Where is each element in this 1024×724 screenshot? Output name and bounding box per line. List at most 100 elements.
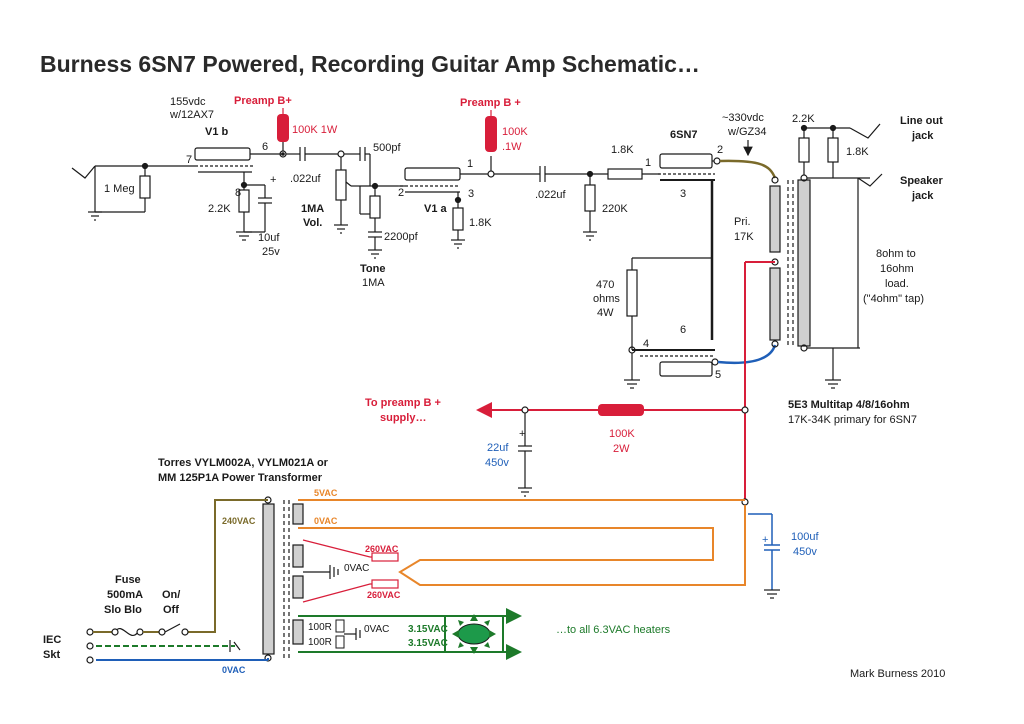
- r-plate2-label-a: 100K: [502, 126, 528, 138]
- v0a-label: 0VAC: [314, 516, 338, 526]
- filter2-plus: +: [762, 534, 768, 546]
- pt-pin6: 6: [680, 324, 686, 336]
- dropper-label-b: 2W: [613, 443, 630, 455]
- v240-label: 240VAC: [222, 516, 256, 526]
- bplus-supply: [476, 261, 780, 599]
- pt-label-b: MM 125P1A Power Transformer: [158, 472, 323, 484]
- to-preamp-label-b: supply…: [380, 412, 426, 424]
- switch-label-b: Off: [163, 604, 179, 616]
- power-tube-label: 6SN7: [670, 129, 698, 141]
- r-grid-stop-label: 1.8K: [611, 144, 634, 156]
- v5-label: 5VAC: [314, 488, 338, 498]
- power-labels: 6SN7 1.8K 1 2 3 4 5 6 470 ohms 4W ~330vd…: [593, 112, 944, 426]
- r-cathode-label-c: 4W: [597, 307, 614, 319]
- filter2-label-b: 450v: [793, 546, 817, 558]
- vol-label-b: Vol.: [303, 217, 322, 229]
- heaters-label: …to all 6.3VAC heaters: [556, 624, 671, 636]
- speaker-label-b: jack: [911, 190, 934, 202]
- preamp-bplus-resistor-2: [485, 116, 497, 152]
- ot-label-a: 5E3 Multitap 4/8/16ohm: [788, 399, 910, 411]
- diagram-title: Burness 6SN7 Powered, Recording Guitar A…: [40, 51, 700, 77]
- filter2-label-a: 100uf: [791, 531, 819, 543]
- pt-label-a: Torres VYLM002A, VYLM021A or: [158, 457, 329, 469]
- cap-tone-label: 2200pf: [384, 231, 419, 243]
- supply-labels: To preamp B + supply… 22uf 450v + 100K 2…: [43, 397, 819, 675]
- pt-pin3: 3: [680, 188, 686, 200]
- r-cathode-label-a: 470: [596, 279, 614, 291]
- pin7-label: 7: [186, 154, 192, 166]
- r100a-label: 100R: [308, 622, 332, 633]
- plate-voltage-b: w/GZ34: [727, 126, 767, 138]
- load-label-b: 16ohm: [880, 263, 914, 275]
- preamp-bplus-label-2: Preamp B +: [460, 97, 521, 109]
- pt-pin2: 2: [717, 144, 723, 156]
- pin2a-label: 2: [398, 187, 404, 199]
- r-line1-label: 2.2K: [792, 113, 815, 125]
- filter1-plus: +: [519, 428, 525, 440]
- r-grid-label: 1 Meg: [104, 183, 135, 195]
- filter1-label-a: 22uf: [487, 442, 509, 454]
- cap-bypass-label-a: 10uf: [258, 232, 280, 244]
- v1b-tube: w/12AX7: [169, 109, 214, 121]
- author-credit: Mark Burness 2010: [850, 668, 945, 680]
- pin8-label: 8: [235, 187, 241, 199]
- v0ct-label: 0VAC: [344, 563, 369, 574]
- pilot-lamp: [457, 623, 491, 645]
- fuse-label-a: Fuse: [115, 574, 141, 586]
- v315a-label: 3.15VAC: [408, 624, 448, 635]
- speaker-label-a: Speaker: [900, 175, 944, 187]
- tone-label-b: 1MA: [362, 277, 385, 289]
- r-line2-label: 1.8K: [846, 146, 869, 158]
- v260a-label: 260VAC: [365, 544, 399, 554]
- preamp-stage-v1b: [71, 140, 398, 259]
- v1b-supply: 155vdc: [170, 96, 206, 108]
- line-out-label-b: jack: [911, 130, 934, 142]
- cap-bypass-label-b: 25v: [262, 246, 280, 258]
- v1b-name: V1 b: [205, 126, 229, 138]
- plate-lead-blue: [717, 344, 777, 365]
- r-grid2-label: 220K: [602, 203, 628, 215]
- cap-coupling1-label: .022uf: [290, 173, 322, 185]
- pt-pin4: 4: [643, 338, 649, 350]
- pt-pin1: 1: [645, 157, 651, 169]
- pin6-label: 6: [262, 141, 268, 153]
- tone-label-a: Tone: [360, 263, 385, 275]
- pri-label-b: 17K: [734, 231, 754, 243]
- iec-label-a: IEC: [43, 634, 61, 646]
- dropper-label-a: 100K: [609, 428, 635, 440]
- preamp-labels: 155vdc w/12AX7 V1 b Preamp B+ 100K 1W Pr…: [104, 95, 628, 289]
- power-tube-6sn7: [624, 153, 721, 389]
- filter1-label-b: 450v: [485, 457, 509, 469]
- fuse-label-c: Slo Blo: [104, 604, 142, 616]
- load-label-c: load.: [885, 278, 909, 290]
- line-out-label-a: Line out: [900, 115, 943, 127]
- fuse-label-b: 500mA: [107, 589, 143, 601]
- ot-label-b: 17K-34K primary for 6SN7: [788, 414, 917, 426]
- to-preamp-label-a: To preamp B +: [365, 397, 441, 409]
- pin1a-label: 1: [467, 158, 473, 170]
- load-label-d: ("4ohm" tap): [863, 293, 924, 305]
- r-plate1-label: 100K 1W: [292, 124, 338, 136]
- load-label-a: 8ohm to: [876, 248, 916, 260]
- pt-pin5: 5: [715, 369, 721, 381]
- cap-bright-label: 500pf: [373, 142, 401, 154]
- vol-label-a: 1MA: [301, 203, 324, 215]
- output-transformer: [769, 123, 883, 389]
- r-cathode-label-b: ohms: [593, 293, 620, 305]
- cap-plus-1: +: [270, 174, 276, 186]
- r-cathode2-label: 1.8K: [469, 217, 492, 229]
- v315b-label: 3.15VAC: [408, 638, 448, 649]
- pin3a-label: 3: [468, 188, 474, 200]
- plate-voltage-a: ~330vdc: [722, 112, 764, 124]
- preamp-stage-v1a: [398, 156, 660, 249]
- power-transformer: [86, 496, 746, 664]
- iec-label-b: Skt: [43, 649, 60, 661]
- pri-label-a: Pri.: [734, 216, 751, 228]
- v1a-name: V1 a: [424, 203, 448, 215]
- preamp-bplus-resistor-1: [277, 114, 289, 142]
- v0heat-label: 0VAC: [364, 624, 389, 635]
- r-cathode1-label: 2.2K: [208, 203, 231, 215]
- switch-label-a: On/: [162, 589, 180, 601]
- v0main-label: 0VAC: [222, 665, 246, 675]
